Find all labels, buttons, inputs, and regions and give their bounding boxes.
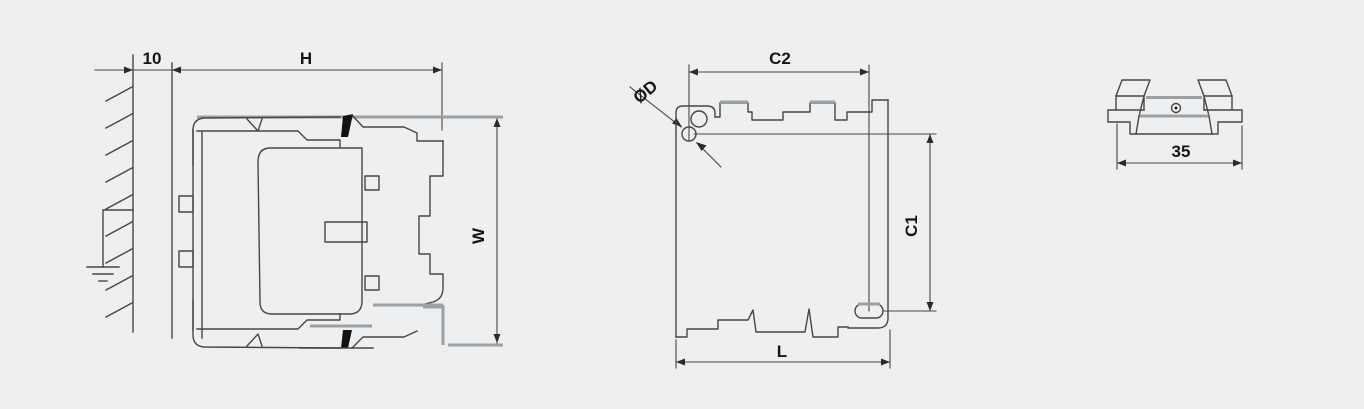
terminal-slot [324,221,368,243]
mounting-clip-bottom [178,250,194,268]
mounting-clip-top [178,195,194,213]
dim-label-L: L [777,342,787,361]
ground-icon [86,209,134,282]
dimension-width: L [675,329,891,369]
wall-hatching [105,54,134,333]
dim-label-C1: C1 [902,215,921,237]
tab-circle [690,110,708,128]
hole-diameter-leader: ØD [629,76,722,168]
din-rail-outline [1107,79,1243,135]
front-view-drawing: C2 ØD [629,49,937,369]
dim-label-C2: C2 [769,49,791,68]
terminal-lug-top [364,175,380,191]
dimension-rail-width: 35 [1116,123,1243,170]
dim-label-W: W [469,227,488,244]
rail-hole [1170,102,1182,114]
dimension-wall-clearance: 10 [94,49,443,74]
dim-label-35: 35 [1172,142,1191,161]
contactor-front-outline [675,99,889,338]
contactor-side-outline [171,62,503,349]
din-rail-drawing: 35 [1107,79,1243,170]
dim-label-H: H [300,49,312,68]
dimension-hole-pitch-horizontal: C2 [688,49,870,312]
dimension-height: H [300,49,443,131]
terminal-lug-bottom [364,275,380,291]
dimension-hole-pitch-vertical: C1 [693,133,937,312]
dimension-depth: W [448,117,503,347]
dim-label-hole-diameter: ØD [630,76,662,107]
dim-label-10: 10 [143,49,162,68]
side-view-drawing: 10 H W [86,49,503,349]
